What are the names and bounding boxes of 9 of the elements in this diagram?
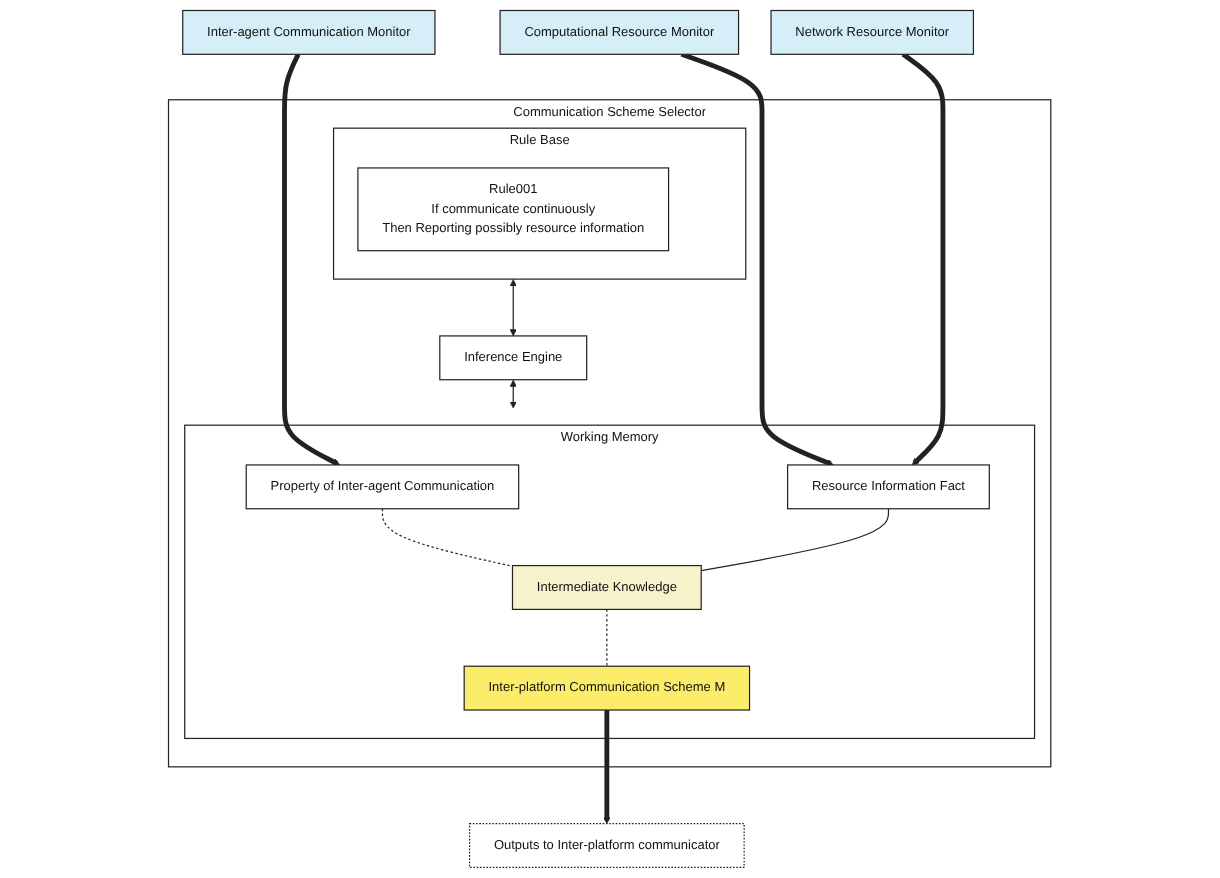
connector: [700, 508, 890, 572]
connector: [382, 508, 514, 567]
arrow: [603, 710, 611, 824]
connector: [606, 608, 608, 667]
arrow: [901, 52, 946, 466]
arrow: [282, 53, 341, 466]
arrow: [510, 279, 518, 337]
arrow: [510, 379, 518, 409]
arrow: [681, 52, 835, 466]
